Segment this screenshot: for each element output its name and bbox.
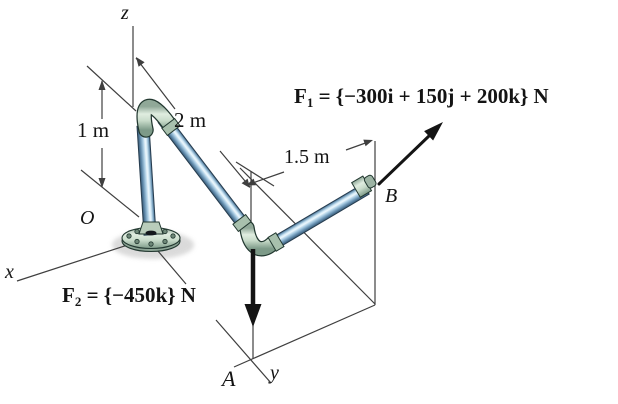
dimension-1m: [80, 65, 140, 218]
corner-to-a-line: [233, 304, 376, 368]
force-label-f2: F2 = {−450k} N: [62, 283, 196, 309]
pipe-base-weld: [138, 221, 164, 235]
axis-label-x: x: [5, 261, 14, 283]
pipe-base-hole: [145, 230, 157, 236]
force-arrows: [244, 122, 443, 327]
point-label-b: B: [385, 185, 398, 207]
axis-label-z: z: [121, 2, 129, 24]
diagonal-to-corner-line: [239, 167, 376, 305]
force-label-f1: F1 = {−300i + 150j + 200k} N: [294, 84, 549, 110]
pipe-vertical: [136, 125, 157, 236]
axis-label-y: y: [270, 362, 279, 384]
point-label-o: O: [80, 207, 95, 229]
point-label-a: A: [222, 366, 236, 391]
dimension-label-1-5m: 1.5 m: [284, 146, 330, 168]
construction-lines: [16, 26, 376, 384]
dimension-1-5m: [235, 139, 373, 187]
force-arrow-f2: [244, 249, 262, 327]
dimension-2m: [135, 57, 251, 188]
dimension-label-2m: 2 m: [174, 108, 207, 132]
dimension-label-1m: 1 m: [77, 118, 110, 142]
elbow-middle: [232, 213, 285, 257]
pipe-diagonal: [157, 114, 255, 237]
end-cap-b: [350, 174, 377, 199]
force-arrow-f1: [377, 122, 443, 186]
fittings: [136, 98, 377, 257]
elbow-top: [136, 98, 181, 138]
